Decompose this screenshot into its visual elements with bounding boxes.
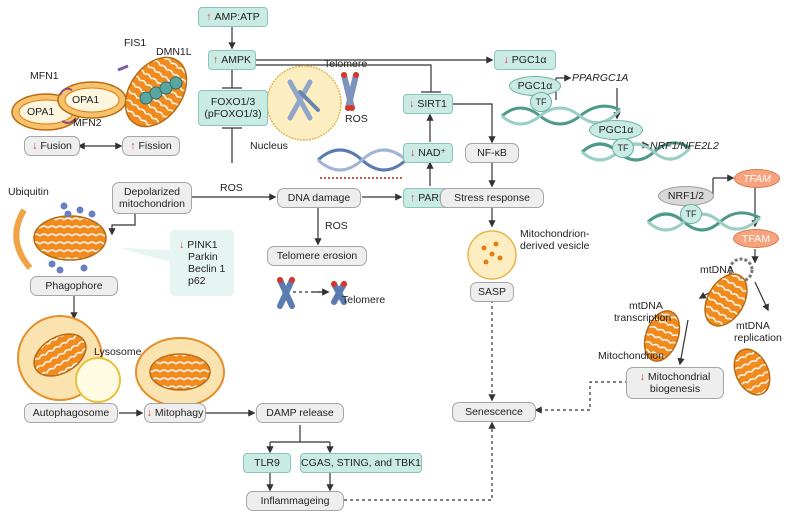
telomere-erosion-box: Telomere erosion bbox=[267, 246, 367, 266]
depol-line1: Depolarized bbox=[123, 186, 181, 198]
amp-atp-box: AMP:ATP bbox=[198, 7, 268, 27]
fis1-label: FIS1 bbox=[124, 37, 147, 49]
tf-circle-1: TF bbox=[530, 92, 552, 112]
mtdna-transcription-label-2: transcription bbox=[614, 312, 672, 324]
opa1-label-a: OPA1 bbox=[27, 106, 55, 118]
opa1-label-b: OPA1 bbox=[72, 94, 100, 106]
depol-line2: mitochondrion bbox=[119, 198, 185, 210]
mdv-label-1: Mitochondrion- bbox=[520, 228, 590, 240]
pink-list-item-3: Beclin 1 bbox=[188, 263, 226, 275]
fission-mitochondrion bbox=[117, 56, 188, 128]
sirt1-box: SIRT1 bbox=[403, 94, 453, 114]
ppargc1a-label: PPARGC1A bbox=[572, 72, 629, 84]
ampk-box: AMPK bbox=[208, 50, 256, 70]
mitochondrial-biogenesis-box: Mitochondrial biogenesis bbox=[626, 367, 724, 399]
pgc1a-oval-2: PGC1α bbox=[589, 120, 643, 140]
dmn1l-label: DMN1L bbox=[156, 46, 192, 58]
dashed-lines bbox=[293, 288, 658, 501]
inflammageing-box: Inflammageing bbox=[246, 491, 344, 511]
autophagosome-lysosome bbox=[17, 315, 225, 407]
nucleus bbox=[266, 65, 342, 141]
foxo-box: FOXO1/3 (pFOXO1/3) bbox=[198, 90, 268, 126]
pink-list-item-4: p62 bbox=[188, 275, 206, 287]
pink1-callout bbox=[120, 248, 170, 262]
mtdna-transcription-label-1: mtDNA bbox=[629, 300, 663, 312]
damp-release-box: DAMP release bbox=[256, 403, 344, 423]
fission-box: Fission bbox=[122, 136, 180, 156]
telomere-label-top: Telomere bbox=[324, 58, 368, 70]
pink-list-item-1: PINK1 bbox=[179, 239, 217, 251]
ubiquitinated-mitochondrion bbox=[13, 202, 107, 274]
nad-box: NAD⁺ bbox=[403, 143, 453, 163]
foxo-line1: FOXO1/3 bbox=[210, 96, 256, 108]
mitophagy-box: Mitophagy bbox=[144, 403, 206, 423]
cgas-sting-tbk1-box: CGAS, STING, and TBK1 bbox=[300, 453, 422, 473]
senescence-box: Senescence bbox=[452, 402, 536, 422]
connector-lines bbox=[70, 27, 769, 492]
mitochondrion-label: Mitochondrion bbox=[598, 350, 664, 362]
ros-label-low: ROS bbox=[325, 220, 348, 232]
foxo-line2: (pFOXO1/3) bbox=[204, 108, 262, 120]
telomere-chromosome-top bbox=[341, 72, 359, 111]
nfkb-box: NF-κB bbox=[465, 143, 519, 163]
pgc1a-top-box: PGC1α bbox=[494, 50, 556, 70]
mtdna-label: mtDNA bbox=[700, 264, 734, 276]
sasp-box: SASP bbox=[470, 282, 514, 302]
biogenesis-line2: biogenesis bbox=[649, 383, 701, 395]
dna-damage-box: DNA damage bbox=[277, 188, 361, 208]
tfam-protein-oval: TFAM bbox=[733, 229, 779, 248]
nrf1-nfe2l2-label: NRF1/NFE2L2 bbox=[650, 140, 719, 152]
mtdna-replication-label-2: replication bbox=[734, 332, 782, 344]
biogenesis-line1: Mitochondrial bbox=[640, 371, 710, 383]
autophagosome-box: Autophagosome bbox=[24, 403, 118, 423]
nrf12-oval: NRF1/2 bbox=[658, 186, 714, 206]
mfn1-label: MFN1 bbox=[30, 70, 59, 82]
dna-helix-nucleus bbox=[316, 148, 408, 179]
telomere-label-low: Telomere bbox=[342, 294, 386, 306]
mdv-label-2: derived vesicle bbox=[520, 240, 590, 252]
depolarized-mitochondrion-box: Depolarized mitochondrion bbox=[112, 182, 192, 214]
pink1-parkin-list: PINK1 Parkin Beclin 1 p62 bbox=[170, 230, 234, 296]
nucleus-label: Nucleus bbox=[250, 140, 288, 152]
ros-label-top: ROS bbox=[345, 113, 368, 125]
right-mitochondria bbox=[643, 273, 771, 396]
ubiquitin-label: Ubiquitin bbox=[8, 186, 49, 198]
mfn2-label: MFN2 bbox=[73, 117, 102, 129]
phagophore-box: Phagophore bbox=[30, 276, 118, 296]
tfam-gene-oval: TFAM bbox=[734, 169, 780, 188]
tf-circle-2: TF bbox=[612, 138, 634, 158]
eroded-chromosomes bbox=[277, 277, 347, 309]
stress-response-box: Stress response bbox=[440, 188, 544, 208]
mtdna-replication-label-1: mtDNA bbox=[736, 320, 770, 332]
tlr9-box: TLR9 bbox=[243, 453, 291, 473]
tf-circle-3: TF bbox=[680, 204, 702, 224]
mitochondrion-derived-vesicle bbox=[467, 230, 517, 280]
pink-list-item-2: Parkin bbox=[188, 251, 218, 263]
fusion-box: Fusion bbox=[24, 136, 80, 156]
lysosome-label: Lysosome bbox=[94, 346, 142, 358]
ros-label-mid: ROS bbox=[220, 182, 243, 194]
